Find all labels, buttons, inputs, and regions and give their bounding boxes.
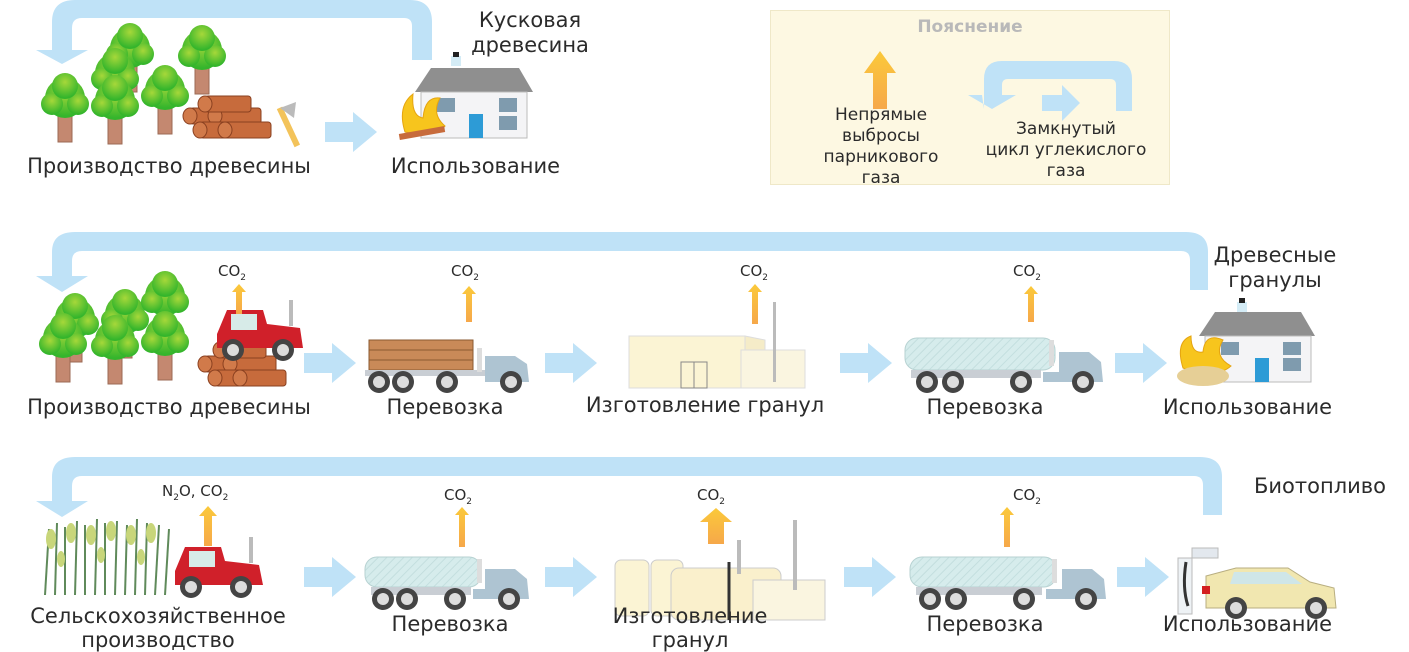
tanker-truck-icon [904,337,1103,393]
gas-formula: CO [451,262,474,280]
house-pellets-icon [1177,298,1315,386]
title-line: гранулы [1228,268,1322,292]
legend-line: Непрямые [834,105,928,125]
step-label: Производство древесины [27,154,311,178]
legend-line: выбросы [842,126,920,146]
flow-arrow-icon [325,112,377,152]
gas-subscript: 2 [173,493,179,503]
flow-arrow-icon [545,557,597,597]
legend-line: Замкнутый [1016,119,1116,139]
chain-title: Древесные гранулы [1195,243,1355,293]
title-line: древесина [471,33,589,57]
step-label: Перевозка [926,395,1044,419]
legend-line: парникового [823,147,939,167]
flow-arrow-icon [844,557,896,597]
step-label: Использование [1162,395,1333,419]
emission-arrow-icon [1024,286,1038,322]
step-label: Производство древесины [27,395,311,419]
legend-label-closed-cycle: Замкнутый цикл углекислого газа [961,119,1171,182]
emission-label: N2O, CO2 [162,482,228,503]
gas-formula: CO [1013,486,1036,504]
label-line: Изготовление [612,604,768,628]
crops-tractor-icon [44,518,263,598]
factory-icon [628,302,806,389]
gas-formula: CO [740,262,763,280]
gas-formula: CO [1013,262,1036,280]
step-label: Изготовление гранул [585,393,825,417]
title-line: Биотопливо [1253,474,1386,498]
legend-line: газа [1046,161,1086,181]
emission-label: CO2 [1013,486,1041,507]
gas-formula: CO [218,262,241,280]
house-fire-icon [398,52,533,140]
gas-subscript: 2 [222,493,229,503]
legend: Пояснение Непрямые выбросы парникового г… [770,10,1171,188]
label-line: производство [81,628,235,652]
emission-arrow-icon [462,286,476,322]
gas-subscript: 2 [719,497,726,507]
refinery-icon [614,520,826,621]
emission-arrow-icon [199,506,217,546]
legend-label-emissions: Непрямые выбросы парникового газа [801,105,961,189]
closed-cycle-arrow-icon [968,61,1132,121]
tanker-truck-icon [909,556,1106,610]
chain-title: Кусковая древесина [440,8,620,58]
forest-logs-icon [40,22,301,148]
log-truck-icon [365,339,529,393]
legend-line: газа [861,168,901,188]
flow-arrow-icon [1115,343,1167,383]
cycle-arrow-icon [36,232,1208,292]
chain-title: Биотопливо [1230,474,1409,499]
emission-arrow-icon [748,284,762,324]
step-label: Перевозка [926,612,1044,636]
gas-subscript: 2 [240,273,247,283]
fuel-station-car-icon [1177,547,1337,619]
label-line: Сельскохозяйственное [30,604,286,628]
forest-tractor-icon [38,270,303,387]
title-line: Кусковая [478,8,582,32]
step-label: Перевозка [391,612,509,636]
legend-title: Пояснение [917,17,1023,37]
gas-subscript: 2 [473,273,480,283]
emission-label: CO2 [1013,262,1041,283]
flow-arrow-icon [545,343,597,383]
emission-label: CO2 [697,486,725,507]
cycle-arrow-icon [36,457,1222,517]
step-label: Сельскохозяйственное производство [0,604,316,652]
emission-arrow-icon [1000,507,1014,547]
emission-label: CO2 [740,262,768,283]
emission-arrow-icon [455,507,469,547]
cycle-arrow-icon [36,0,432,65]
emission-label: CO2 [444,486,472,507]
gas-formula: O, CO [178,482,223,500]
gas-subscript: 2 [762,273,769,283]
step-label: Перевозка [386,395,504,419]
step-label: Использование [1162,612,1333,636]
flow-arrow-icon [304,343,356,383]
tanker-truck-icon [364,556,529,610]
gas-subscript: 2 [1035,497,1042,507]
title-line: Древесные [1213,243,1337,267]
gas-formula: CO [444,486,467,504]
gas-subscript: 2 [1035,273,1042,283]
legend-line: цикл углекислого [985,140,1147,160]
gas-formula: CO [697,486,720,504]
flow-arrow-icon [304,557,356,597]
gas-subscript: 2 [466,497,473,507]
label-line: гранул [651,628,729,652]
emission-arrow-icon [232,284,246,314]
step-label: Использование [390,154,561,178]
emission-arrow-icon [864,51,896,109]
emission-label: CO2 [218,262,246,283]
flow-arrow-icon [840,343,892,383]
step-label: Изготовление гранул [580,604,800,652]
gas-formula: N [162,482,174,500]
flow-arrow-icon [1117,557,1169,597]
emission-arrow-icon [700,508,732,544]
emission-label: CO2 [451,262,479,283]
